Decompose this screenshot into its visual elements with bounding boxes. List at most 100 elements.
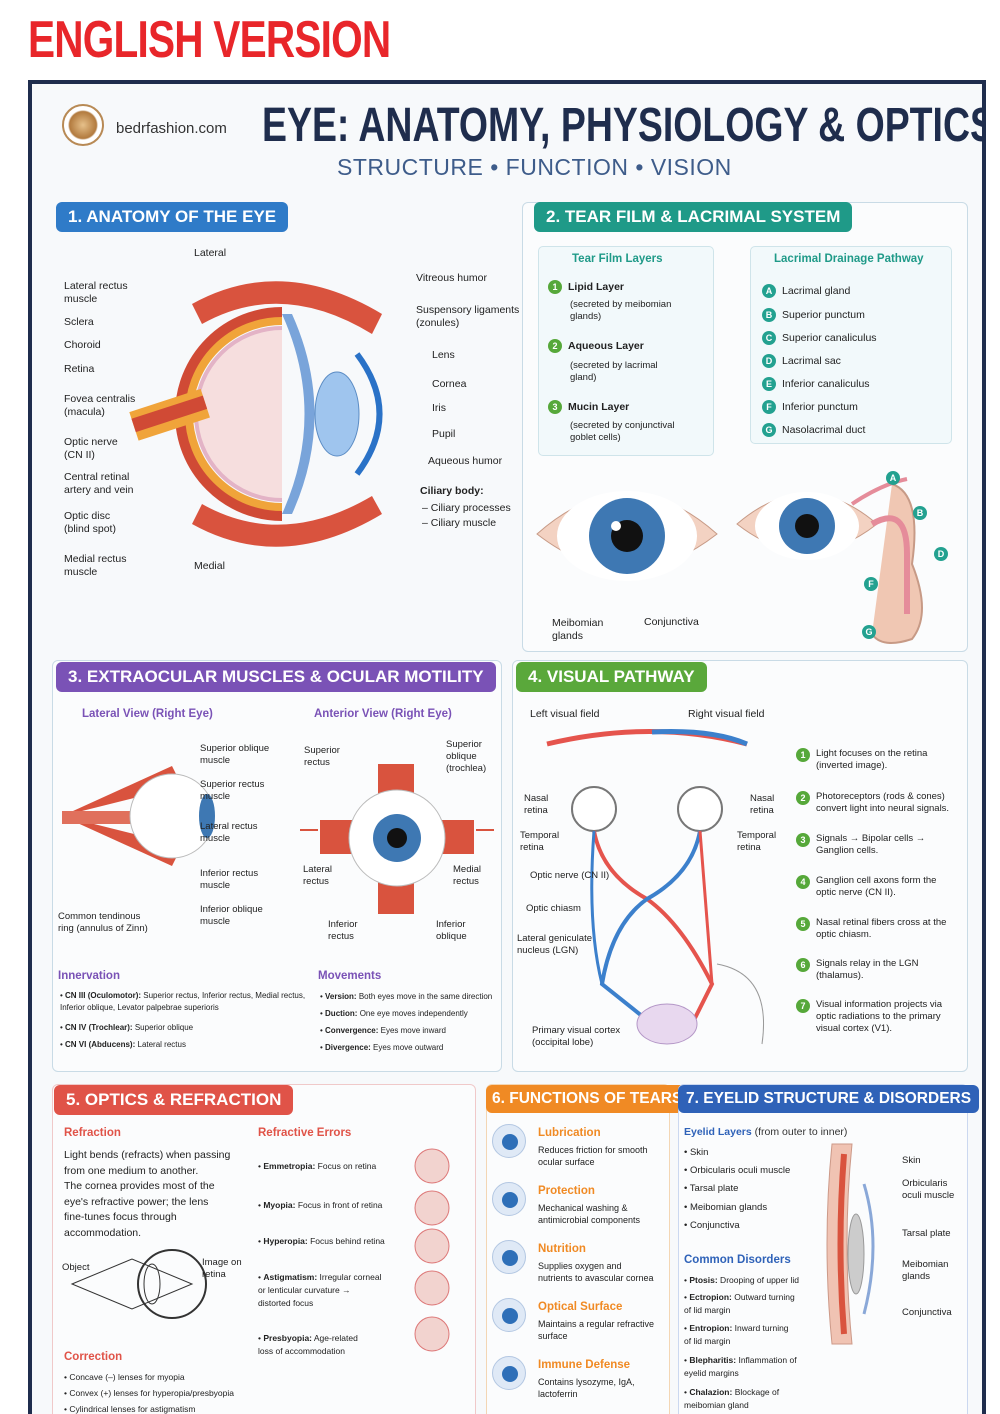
- eyelid-layer-skin: • Skin: [684, 1147, 709, 1158]
- eye-cross-section-diagram: [129, 281, 383, 547]
- section-anatomy-title: 1. ANATOMY OF THE EYE: [56, 202, 289, 232]
- error-emmetropia: • Emmetropia: Focus on retina: [258, 1161, 377, 1171]
- diagram-label-meibomian: Meibomian glands: [902, 1259, 949, 1282]
- section-eyelid-title: 7. EYELID STRUCTURE & DISORDERS: [678, 1085, 980, 1113]
- label-central-artery: Central retinal artery and vein: [64, 471, 134, 496]
- page-subtitle: STRUCTURE • FUNCTION • VISION: [337, 154, 732, 180]
- disorder-blepharitis: • Blepharitis: Inflammation of eyelid ma…: [684, 1355, 797, 1378]
- page-title: EYE: ANATOMY, PHYSIOLOGY & OPTICS: [262, 99, 986, 152]
- label-annulus-of-zinn: Common tendinous ring (annulus of Zinn): [58, 911, 148, 934]
- label-optic-nerve: Optic nerve (CN II): [64, 436, 118, 461]
- section-eyelid: [678, 1084, 968, 1414]
- label-temporal-retina-right: Temporal retina: [737, 830, 777, 853]
- diagram-label-skin: Skin: [902, 1155, 921, 1166]
- label-sclera: Sclera: [64, 316, 94, 328]
- movement-divergence: • Divergence: Eyes move outward: [320, 1043, 444, 1052]
- label-inferior-oblique-lat: Inferior oblique muscle: [200, 904, 263, 927]
- immune-cell-icon: [492, 1356, 526, 1390]
- label-lateral-rectus-ant: Lateral rectus: [303, 864, 333, 887]
- function-immune-text: Contains lysozyme, IgA, lactoferrin: [538, 1377, 635, 1399]
- label-temporal-retina-left: Temporal retina: [520, 830, 560, 853]
- disorder-ectropion: • Ectropion: Outward turning of lid marg…: [684, 1292, 795, 1315]
- function-optical-text: Maintains a regular refractive surface: [538, 1319, 655, 1341]
- section-tear-film-title: 2. TEAR FILM & LACRIMAL SYSTEM: [534, 202, 853, 232]
- label-lgn: Lateral geniculate nucleus (LGN): [517, 933, 592, 956]
- label-conjunctiva: Conjunctiva: [644, 616, 699, 628]
- label-meibomian-glands: Meibomian glands: [552, 617, 604, 642]
- eye-front-illustration: [536, 491, 718, 581]
- label-superior-rectus: Superior rectus muscle: [200, 779, 265, 802]
- innervation-cn4: • CN IV (Trochlear): Superior oblique: [60, 1023, 194, 1032]
- nose-marker-d: D: [934, 547, 954, 561]
- site-logo: [62, 104, 104, 146]
- drainage-pathway-title: Lacrimal Drainage Pathway: [774, 253, 924, 265]
- eyelid-layer-conjunctiva: • Conjunctiva: [684, 1220, 740, 1231]
- label-medial: Medial: [194, 560, 225, 572]
- function-protection-text: Mechanical washing & antimicrobial compo…: [538, 1203, 641, 1225]
- layer-lipid-desc: (secreted by meibomian glands): [570, 299, 672, 322]
- label-fovea: Fovea centralis (macula): [64, 393, 136, 418]
- label-right-visual-field: Right visual field: [688, 708, 765, 720]
- disorder-ptosis: • Ptosis: Drooping of upper lid: [684, 1275, 799, 1285]
- function-lubrication-text: Reduces friction for smooth ocular surfa…: [538, 1145, 648, 1167]
- error-myopia: • Myopia: Focus in front of retina: [258, 1200, 383, 1210]
- section-visual-pathway-title: 4. VISUAL PATHWAY: [516, 662, 707, 692]
- anterior-view-title: Anterior View (Right Eye): [314, 708, 452, 720]
- label-lateral-rectus: Lateral rectus muscle: [64, 280, 128, 305]
- nose-marker-g: G: [862, 625, 882, 639]
- disorder-chalazion: • Chalazion: Blockage of meibomian gland: [684, 1387, 780, 1410]
- label-zonules: Suspensory ligaments (zonules): [416, 304, 520, 329]
- refractive-error-eyes: [414, 1148, 450, 1352]
- label-lateral: Lateral: [194, 247, 227, 259]
- disorder-entropion: • Entropion: Inward turning of lid margi…: [684, 1323, 789, 1346]
- poster: bedrfashion.com EYE: ANATOMY, PHYSIOLOGY…: [28, 80, 986, 1414]
- correction-astigmatism: • Cylindrical lenses for astigmatism: [64, 1404, 196, 1414]
- movements-title: Movements: [318, 970, 382, 982]
- function-immune-title: Immune Defense: [538, 1359, 631, 1371]
- visual-pathway-diagram: [546, 729, 764, 1045]
- function-nutrition-text: Supplies oxygen and nutrients to avascul…: [538, 1261, 654, 1283]
- refraction-title: Refraction: [64, 1127, 121, 1139]
- refraction-diagram: [70, 1249, 207, 1319]
- label-image-on-retina: Image on retina: [202, 1257, 242, 1280]
- correction-title: Correction: [64, 1351, 123, 1363]
- label-nasal-retina-right: Nasal retina: [750, 793, 775, 816]
- eyelid-layer-orbicularis: • Orbicularis oculi muscle: [684, 1165, 791, 1176]
- label-object: Object: [62, 1262, 90, 1273]
- error-hyperopia: • Hyperopia: Focus behind retina: [258, 1236, 385, 1246]
- diagram-label-tarsal: Tarsal plate: [902, 1228, 951, 1239]
- label-superior-oblique-ant: Superior oblique (trochlea): [446, 739, 487, 774]
- nutrition-drop-icon: [492, 1240, 526, 1274]
- nose-marker-b: B: [913, 506, 933, 520]
- label-nasal-retina-left: Nasal retina: [524, 793, 549, 816]
- label-pupil: Pupil: [432, 428, 456, 440]
- eyelid-layers-title: Eyelid Layers (from outer to inner): [684, 1126, 848, 1138]
- english-version-label: ENGLISH VERSION: [28, 11, 391, 69]
- tear-film-layers-title: Tear Film Layers: [572, 253, 663, 265]
- innervation-title: Innervation: [58, 970, 120, 982]
- innervation-cn6: • CN VI (Abducens): Lateral rectus: [60, 1040, 186, 1049]
- eye-lateral-muscles-diagram: [62, 766, 215, 866]
- layer-aqueous-desc: (secreted by lacrimal gland): [570, 360, 658, 383]
- function-optical-title: Optical Surface: [538, 1301, 623, 1313]
- section-extraocular-title: 3. EXTRAOCULAR MUSCLES & OCULAR MOTILITY: [56, 662, 496, 692]
- shield-icon: [492, 1182, 526, 1216]
- label-ciliary-muscle: – Ciliary muscle: [422, 517, 497, 529]
- lateral-view-title: Lateral View (Right Eye): [82, 708, 213, 720]
- label-retina: Retina: [64, 363, 95, 375]
- section-tear-functions-title: 6. FUNCTIONS OF TEARS: [486, 1085, 689, 1113]
- diagram-label-orbicularis: Orbicularis oculi muscle: [902, 1178, 955, 1201]
- label-primary-visual-cortex: Primary visual cortex (occipital lobe): [532, 1025, 621, 1048]
- label-ciliary-body: Ciliary body:: [420, 485, 484, 497]
